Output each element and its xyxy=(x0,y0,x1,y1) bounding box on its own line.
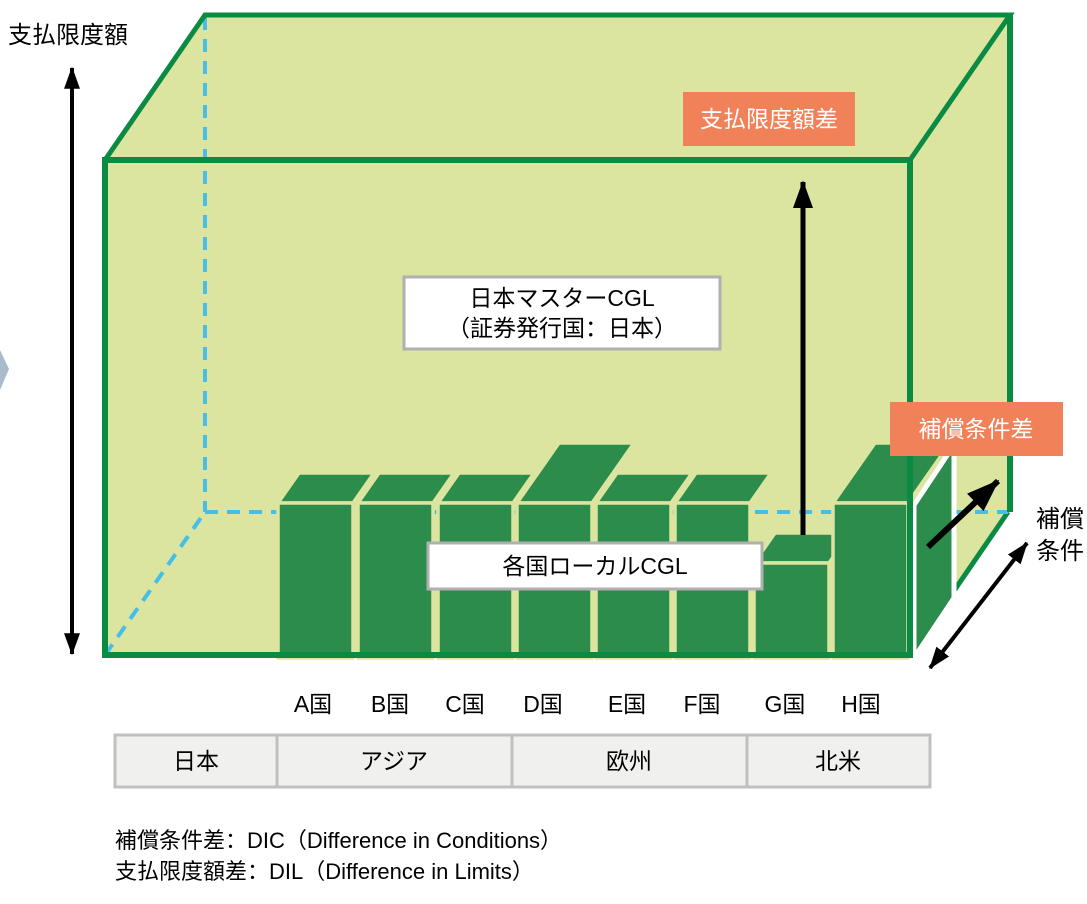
condition-difference-arrow xyxy=(925,478,1001,550)
depth-axis-label-line2: 条件 xyxy=(1036,538,1084,565)
country-label-d: D国 xyxy=(523,691,563,717)
local-cgl-label: 各国ローカルCGL xyxy=(502,553,688,579)
country-label-f: F国 xyxy=(683,691,720,717)
local-cgl-label-box: 各国ローカルCGL xyxy=(426,541,764,591)
condition-difference-badge-label: 補償条件差 xyxy=(919,416,1034,442)
country-labels: A国 B国 C国 D国 E国 F国 G国 H国 xyxy=(294,691,881,717)
region-cell-europe xyxy=(510,733,749,789)
master-cgl-label-line2: （証券発行国：日本） xyxy=(447,315,677,341)
country-label-a: A国 xyxy=(294,691,332,717)
condition-difference-badge: 補償条件差 xyxy=(890,402,1063,456)
region-label-europe: 欧州 xyxy=(606,748,652,774)
region-label-asia: アジア xyxy=(360,748,428,774)
region-label-north-america: 北米 xyxy=(815,748,861,774)
region-cell-asia xyxy=(275,733,514,789)
region-cell-north-america xyxy=(745,733,932,789)
footnote-dic: 補償条件差：DIC（Difference in Conditions） xyxy=(115,828,562,853)
depth-axis-arrow xyxy=(928,541,1029,670)
country-label-e: E国 xyxy=(608,691,646,717)
region-table: 日本 アジア 欧州 北米 xyxy=(113,733,932,789)
box-top-edges xyxy=(102,12,1015,162)
box-front-edges xyxy=(102,157,913,658)
limit-difference-badge: 支払限度額差 xyxy=(683,92,855,146)
hidden-left-depth-edge xyxy=(103,510,207,657)
country-label-h: H国 xyxy=(841,691,881,717)
depth-axis: 補償 条件 xyxy=(928,506,1084,670)
country-label-b: B国 xyxy=(371,691,409,717)
country-label-c: C国 xyxy=(445,691,485,717)
limit-difference-badge-label: 支払限度額差 xyxy=(700,106,838,132)
footnotes: 補償条件差：DIC（Difference in Conditions） 支払限度… xyxy=(115,828,562,884)
region-label-japan: 日本 xyxy=(173,748,219,774)
bar-h xyxy=(831,441,957,661)
master-cgl-label-line1: 日本マスターCGL xyxy=(469,285,655,311)
bar-a xyxy=(276,471,376,660)
box-top-face xyxy=(105,15,1010,160)
master-cgl-label-box: 日本マスターCGL （証券発行国：日本） xyxy=(402,275,722,351)
country-label-g: G国 xyxy=(765,691,806,717)
footnote-dil: 支払限度額差：DIL（Difference in Limits） xyxy=(115,859,534,884)
depth-axis-label-line1: 補償 xyxy=(1036,506,1084,533)
y-axis: 支払限度額 xyxy=(8,22,128,656)
page-edge-arrow-icon xyxy=(0,350,9,390)
y-axis-label: 支払限度額 xyxy=(8,22,128,49)
